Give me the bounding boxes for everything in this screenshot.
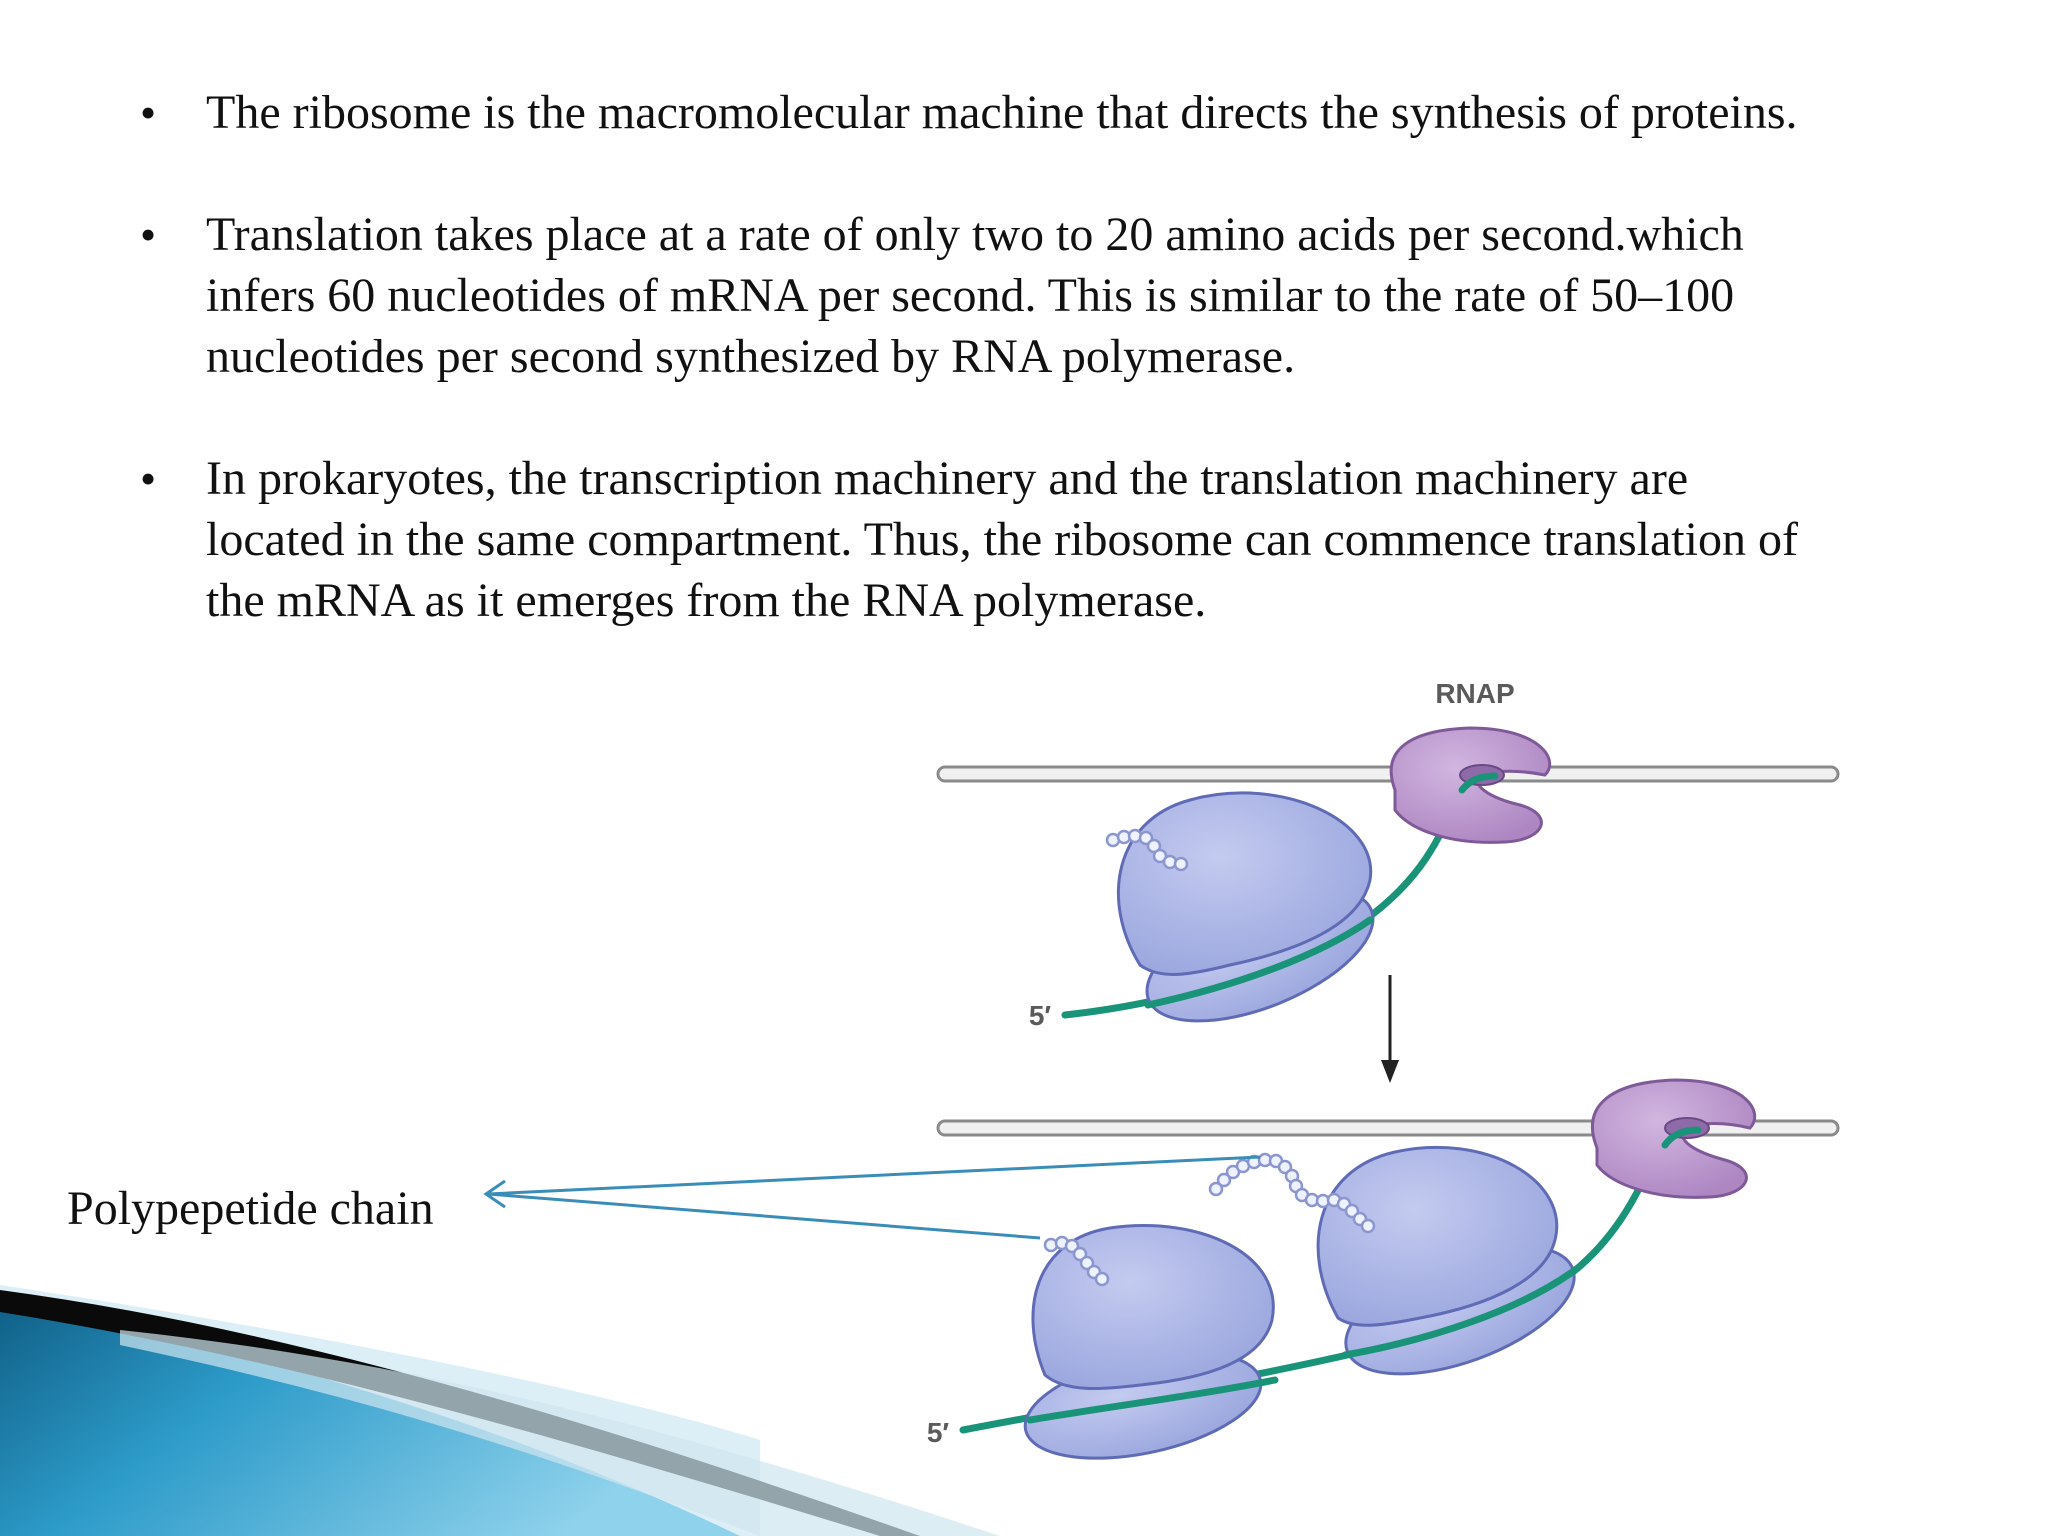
bullet-line: Translation takes place at a rate of onl… xyxy=(206,208,1744,261)
polypeptide-annotation-arrows xyxy=(483,1155,1261,1240)
polypeptide-beads-top xyxy=(1105,828,1189,872)
five-prime-label-bottom: 5′ xyxy=(927,1417,950,1448)
five-prime-label-top: 5′ xyxy=(1029,1000,1052,1031)
top-panel: RNAP 5′ xyxy=(936,678,1840,1031)
bullet-translation-rate: Translation takes place at a rate of onl… xyxy=(140,204,2000,387)
bullet-line: located in the same compartment. Thus, t… xyxy=(206,513,1798,566)
polypeptide-beads-right xyxy=(1208,1152,1376,1234)
bullet-prokaryotes: In prokaryotes, the transcription machin… xyxy=(140,448,2000,631)
bullet-line: infers 60 nucleotides of mRNA per second… xyxy=(206,269,1735,322)
ribosome-large-subunit-top xyxy=(1116,791,1373,976)
polypeptide-beads-left xyxy=(1043,1235,1110,1287)
rnap-label: RNAP xyxy=(1435,678,1514,709)
bullet-line: nucleotides per second synthesized by RN… xyxy=(206,330,1296,383)
polypeptide-chain-label: Polypepetide chain xyxy=(67,1182,434,1235)
transition-arrow xyxy=(1381,975,1399,1083)
bullet-line: In prokaryotes, the transcription machin… xyxy=(206,452,1689,505)
bottom-panel: 5′ xyxy=(927,1078,1840,1460)
bullet-ribosome: The ribosome is the macromolecular machi… xyxy=(140,82,2000,143)
bullet-line: The ribosome is the macromolecular machi… xyxy=(206,86,1798,139)
dna-strand-top xyxy=(936,765,1840,783)
bullet-line: the mRNA as it emerges from the RNA poly… xyxy=(206,574,1207,627)
decorative-swoosh xyxy=(0,1285,1000,1536)
bullet-list: The ribosome is the macromolecular machi… xyxy=(140,82,2000,692)
